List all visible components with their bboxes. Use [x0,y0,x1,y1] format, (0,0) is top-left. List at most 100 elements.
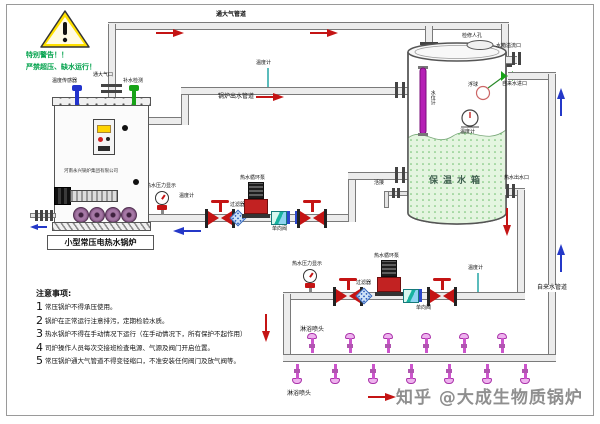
gauge-stub [309,283,312,293]
return-check-valve-label: 单向阀 [272,226,288,232]
storage-tank: 保温水箱 [407,40,507,225]
return-pressure-gauge-label: 热水压力显示 [146,183,177,189]
shower-head-icon [497,333,507,355]
note-text: 锅炉在正常运行注意排污，定期检验水质。 [45,316,169,325]
shower-head-icon [383,333,393,355]
boiler-outlet-pipe-label: 锅炉出水管道 [218,93,255,100]
boiler-base [52,222,151,231]
shower-head-icon [307,333,317,355]
level-gauge-cap [418,133,428,136]
thermometer-probe-icon [477,273,479,292]
temperature-sensor-icon [72,85,82,105]
shower-head-label-bottom: 淋浴喷头 [287,390,312,397]
vent-pipe-horizontal [108,22,509,30]
boiler-maker-text: 河南永兴锅炉集团有限公司 [64,169,118,174]
supply-pressure-gauge-label: 热水压力显示 [292,261,323,267]
flange-icon [101,84,122,93]
boiler-outlet-pipe [181,87,408,95]
union-icon [395,167,405,183]
return-tank-run [348,172,408,180]
boiler-vent-riser [108,24,116,104]
gate-valve-icon [427,278,457,308]
shower-head-label-top: 淋浴喷头 [300,326,325,333]
pressure-gauge-icon [303,269,317,283]
tank-thermometer-label: 温度计 [460,129,476,135]
boiler-drain-stub [30,213,56,218]
supply-pump-label: 热水循环泵 [374,253,400,259]
panel-button [106,137,110,141]
tank-overflow-stub [506,56,517,64]
boiler-control-panel [93,119,115,155]
hot-outlet-stub [505,188,525,196]
union-icon [506,184,515,198]
circulation-pump-icon [242,182,270,220]
tank-vent-branch [425,26,433,50]
check-valve-icon [271,211,287,225]
flow-arrow-right-icon [156,29,184,37]
supply-check-valve-label: 单向阀 [416,305,432,311]
thermometer-probe-icon [267,68,269,87]
gauge-stub [161,205,164,215]
panel-display [97,125,111,133]
outlet-thermometer-label: 温度计 [256,60,272,66]
vent-pipe-label: 通大气管道 [216,11,247,18]
union-label: 活接 [374,180,385,186]
heating-element-icon [70,190,118,202]
heater-port-icon [121,207,137,223]
pressure-gauge-icon [155,191,169,205]
circulation-pump-icon [375,260,403,298]
gauge-valve-icon [157,205,167,210]
flow-arrow-up-icon [557,88,565,116]
gauge-valve-icon [305,283,315,288]
union-icon [392,188,400,198]
return-thermometer-label: 温度计 [179,193,195,199]
warning-triangle-icon [40,10,90,48]
note-text: 司炉操作人员每次交接班检查电源、气源及阀门开启位置。 [45,343,214,352]
flow-arrow-right-icon [368,393,396,401]
boiler-name-plate: 小型常压电热水锅炉 [47,235,154,250]
note-number: 2 [36,313,43,327]
shower-head-icon [482,362,492,384]
flow-arrow-left-icon [173,227,201,235]
tap-water-riser [548,74,556,358]
shower-head-icon [520,362,530,384]
flow-arrow-down-icon [503,208,511,236]
union-icon [287,211,298,224]
hot-water-outlet-label: 热水出水口 [504,175,530,181]
flow-arrow-left-icon [30,224,47,230]
shower-head-icon [330,362,340,384]
hot-outlet-riser [517,190,525,300]
union-icon [35,210,43,221]
warning-text-1: 特别警告！！ [26,51,68,59]
shower-head-icon [459,333,469,355]
float-ball-label: 浮球 [468,82,479,88]
refill-detect-sensor-icon [129,85,139,105]
shower-head-icon [292,362,302,384]
shower-head-icon [406,362,416,384]
refill-detect-label: 补水检测 [123,78,144,84]
tap-water-inlet-pipe [508,72,556,80]
gate-valve-icon [297,200,327,230]
note-text: 常压锅炉不得承压使用。 [45,303,117,311]
tank-drain-elbow [384,191,389,208]
shower-riser [283,294,291,356]
return-riser [348,174,356,222]
flow-arrow-right-icon [310,29,338,37]
watermark-text: 知乎 @大成生物质锅炉 [396,388,583,408]
manhole-icon [466,40,494,50]
return-filter-label: 过滤器 [230,202,246,208]
return-pump-label: 热水循环泵 [240,175,266,181]
note-number: 5 [36,354,43,367]
temp-sensor-label: 温度传感器 [52,78,78,84]
shower-head-icon [345,333,355,355]
float-ball-icon [475,85,491,101]
shower-head-icon [421,333,431,355]
boiler-vent-port-label: 通大气口 [93,72,114,78]
vent-discharge-riser [501,24,509,66]
boiler-fitting-dot [133,179,139,185]
